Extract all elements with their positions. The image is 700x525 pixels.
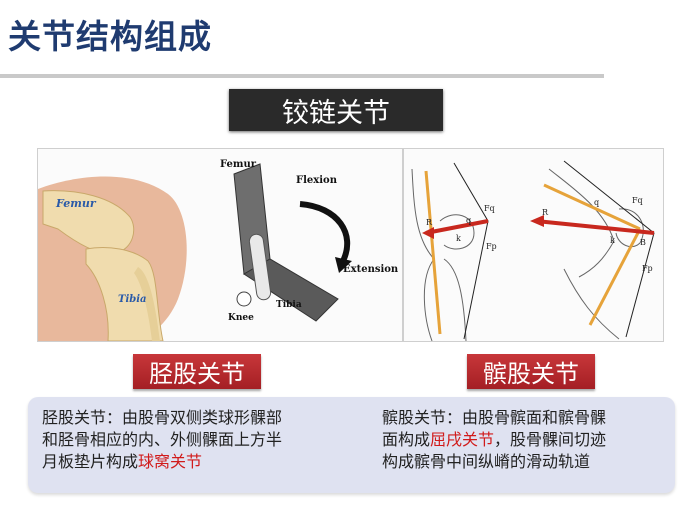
right-resultant-arrow [535, 219, 655, 235]
patellofemoral-figure: Fq R q k Fp Fq R q k B Fp [403, 148, 664, 342]
left-patella-outline [439, 214, 475, 250]
patellofemoral-label: 髌股关节 [467, 354, 595, 389]
desc-right-line2: 面构成屈戌关节，股骨髁间切迹 [382, 429, 672, 451]
flexion-arrow [299, 201, 351, 263]
description-panel [28, 397, 675, 493]
left-femur-outline [411, 168, 435, 341]
left-tendon-line [424, 170, 442, 335]
desc-left-line3: 月板垫片构成球窝关节 [42, 451, 362, 473]
title-divider [0, 74, 604, 78]
diagram-flexion-label: Flexion [296, 175, 338, 186]
right-tibia-outline [563, 268, 620, 340]
right-fp-label: Fp [642, 264, 653, 273]
left-fq-label: Fq [484, 204, 495, 213]
desc-left-line2: 和胫骨相应的内、外侧髁面上方半 [42, 430, 283, 449]
desc-right-line2-prefix: 面构成 [382, 430, 431, 449]
left-r-label: R [426, 218, 433, 227]
desc-right-line1: 髌股关节：由股骨髌面和髌骨髁 [382, 408, 607, 427]
patellofemoral-description: 髌股关节：由股骨髌面和髌骨髁 面构成屈戌关节，股骨髁间切迹 构成髌骨中间纵嵴的滑… [382, 407, 672, 473]
left-fp-label: Fp [486, 242, 497, 251]
diagram-extension-label: Extension [343, 264, 399, 275]
right-upper-tendon [543, 183, 641, 231]
slide-title: 关节结构组成 [8, 17, 212, 56]
left-force-lines [453, 162, 489, 340]
left-tibia-outline [443, 258, 467, 341]
right-resultant-head [530, 215, 544, 227]
right-r-label: R [542, 208, 549, 217]
left-resultant-arrow [425, 219, 489, 235]
tibiofemoral-label: 胫股关节 [133, 354, 261, 389]
diagram-tibia-label: Tibia [276, 300, 302, 310]
diagram-knee-label: Knee [228, 313, 254, 323]
patella-force-illustration: Fq R q k Fp Fq R q k B Fp [411, 160, 655, 341]
desc-left-line1: 胫股关节：由股骨双侧类球形髁部 [42, 408, 283, 427]
left-q-label: q [466, 216, 471, 225]
right-b-label: B [640, 238, 646, 247]
right-q-label: q [594, 198, 599, 207]
right-femur-outline [548, 168, 615, 278]
desc-left-line3-prefix: 月板垫片构成 [42, 452, 139, 471]
tibia-bone [85, 247, 164, 341]
hinge-pin-end [236, 291, 252, 307]
fibula-bone [134, 267, 160, 341]
desc-right-line3: 构成髌骨中间纵嵴的滑动轨道 [382, 452, 591, 471]
knee-hinge-figure: Femur Tibia Femur Flexion Extension Tibi… [37, 148, 403, 342]
anatomy-tibia-label: Tibia [118, 294, 147, 305]
ball-socket-highlight: 球窝关节 [138, 452, 203, 471]
hinge-highlight: 屈戌关节 [430, 430, 495, 449]
left-resultant-head [422, 227, 434, 239]
anatomy-femur-label: Femur [55, 197, 97, 210]
femur-bone [42, 190, 135, 255]
right-lower-tendon [588, 228, 642, 326]
knee-hinge-illustration: Femur Tibia Femur Flexion Extension Tibi… [38, 159, 399, 341]
left-k-label: k [456, 234, 461, 243]
hinge-joint-caption: 铰链关节 [229, 89, 443, 131]
right-patella-outline [615, 208, 644, 248]
hinge-barrel [248, 233, 272, 301]
right-fq-label: Fq [632, 196, 643, 205]
flexion-arrow-head [335, 257, 352, 273]
right-k-label: k [610, 236, 615, 245]
desc-right-line2-suffix: ，股骨髁间切迹 [494, 430, 607, 449]
diagram-femur-label: Femur [220, 159, 257, 170]
tibiofemoral-description: 胫股关节：由股骨双侧类球形髁部 和胫骨相应的内、外侧髁面上方半 月板垫片构成球窝… [42, 407, 362, 473]
